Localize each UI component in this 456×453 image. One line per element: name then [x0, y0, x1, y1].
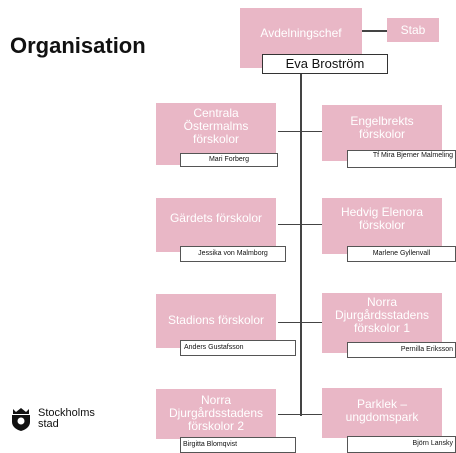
staff-connector	[362, 30, 387, 32]
unit-name: Norra Djurgårdsstadens förskolor 2	[168, 393, 264, 433]
unit-manager: Pernilla Eriksson	[347, 342, 456, 358]
head-role-label: Avdelningschef	[260, 26, 342, 40]
unit-name: Parklek – ungdomspark	[345, 397, 419, 424]
unit-manager: Birgitta Blomqvist	[180, 437, 296, 453]
unit-manager: Marlene Gyllenvall	[347, 246, 456, 262]
staff-label: Stab	[400, 23, 426, 37]
row1-connector	[278, 131, 322, 132]
logo-line2: stad	[38, 418, 59, 430]
unit-box: Parklek – ungdomspark	[322, 388, 442, 438]
logo-line1: Stockholms	[38, 407, 95, 419]
main-connector	[300, 74, 302, 416]
unit-manager: Jessika von Malmborg	[180, 246, 286, 262]
unit-box: Norra Djurgårdsstadens förskolor 2	[156, 389, 276, 439]
unit-name: Gärdets förskolor	[169, 211, 263, 225]
head-name-box: Eva Broström	[262, 54, 388, 74]
page-title: Organisation	[10, 33, 146, 58]
row3-connector	[278, 322, 322, 323]
unit-manager: Mari Forberg	[180, 153, 278, 167]
unit-box: Gärdets förskolor	[156, 198, 276, 252]
unit-name: Norra Djurgårdsstadens förskolor 1	[334, 295, 430, 335]
unit-name: Centrala Östermalms förskolor	[183, 106, 249, 146]
unit-box: Hedvig Elenora förskolor	[322, 198, 442, 254]
row2-connector	[278, 224, 322, 225]
unit-name: Stadions förskolor	[167, 313, 265, 327]
unit-name: Hedvig Elenora förskolor	[340, 205, 424, 232]
stockholm-logo: Stockholms stad	[10, 406, 95, 432]
unit-manager: Björn Lansky	[347, 436, 456, 453]
unit-name: Engelbrekts förskolor	[350, 114, 414, 141]
unit-box: Stadions förskolor	[156, 294, 276, 348]
staff-box: Stab	[387, 18, 439, 42]
crown-shield-icon	[12, 408, 30, 431]
unit-manager: Tf Mira Bjerner Malmeling	[347, 150, 456, 168]
unit-manager: Anders Gustafsson	[180, 340, 296, 356]
row4-connector	[278, 414, 322, 415]
